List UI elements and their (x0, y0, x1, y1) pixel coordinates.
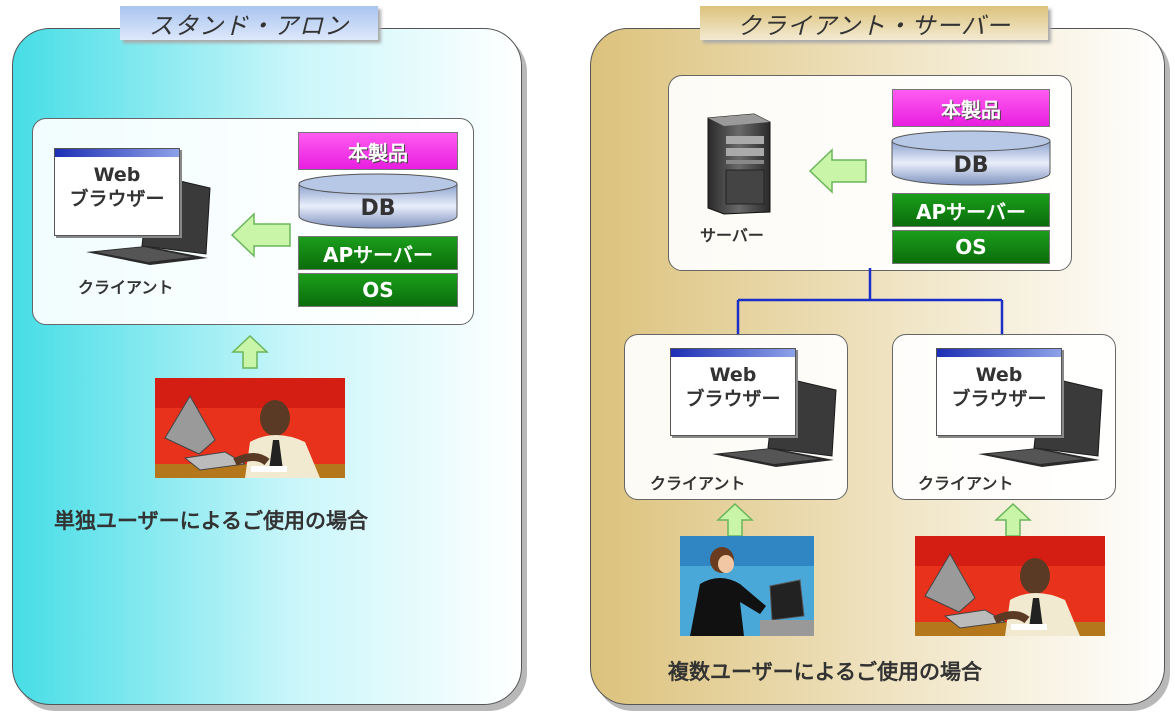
client-label: クライアント (918, 474, 1014, 493)
user-at-laptop-image (915, 536, 1105, 636)
client-server-caption: 複数ユーザーによるご使用の場合 (668, 660, 982, 684)
server-tower-icon (707, 113, 771, 215)
database-icon (891, 130, 1051, 186)
standalone-title: スタンド・アロン (120, 6, 378, 40)
db-label: DB (953, 153, 989, 178)
arrow-up-icon (716, 502, 754, 537)
arrow-left-icon (230, 212, 291, 258)
standalone-caption: 単独ユーザーによるご使用の場合 (54, 509, 368, 533)
arrow-up-icon (994, 502, 1032, 537)
os-label: OS (892, 230, 1050, 264)
product-label: 本製品 (298, 132, 458, 170)
ap-server-label: APサーバー (892, 193, 1050, 227)
server-label: サーバー (700, 226, 764, 245)
database-icon (298, 173, 458, 229)
arrow-up-icon (231, 334, 269, 369)
arrow-left-icon (808, 148, 867, 194)
ap-server-label: APサーバー (298, 236, 458, 270)
network-connector (736, 268, 1004, 336)
client-label: クライアント (78, 278, 174, 297)
client-label: クライアント (650, 474, 746, 493)
user-at-laptop-image (155, 378, 345, 478)
client-server-title: クライアント・サーバー (700, 6, 1048, 40)
user-at-laptop-image (680, 536, 814, 636)
db-label: DB (360, 196, 396, 221)
product-label: 本製品 (892, 89, 1050, 127)
os-label: OS (298, 273, 458, 307)
